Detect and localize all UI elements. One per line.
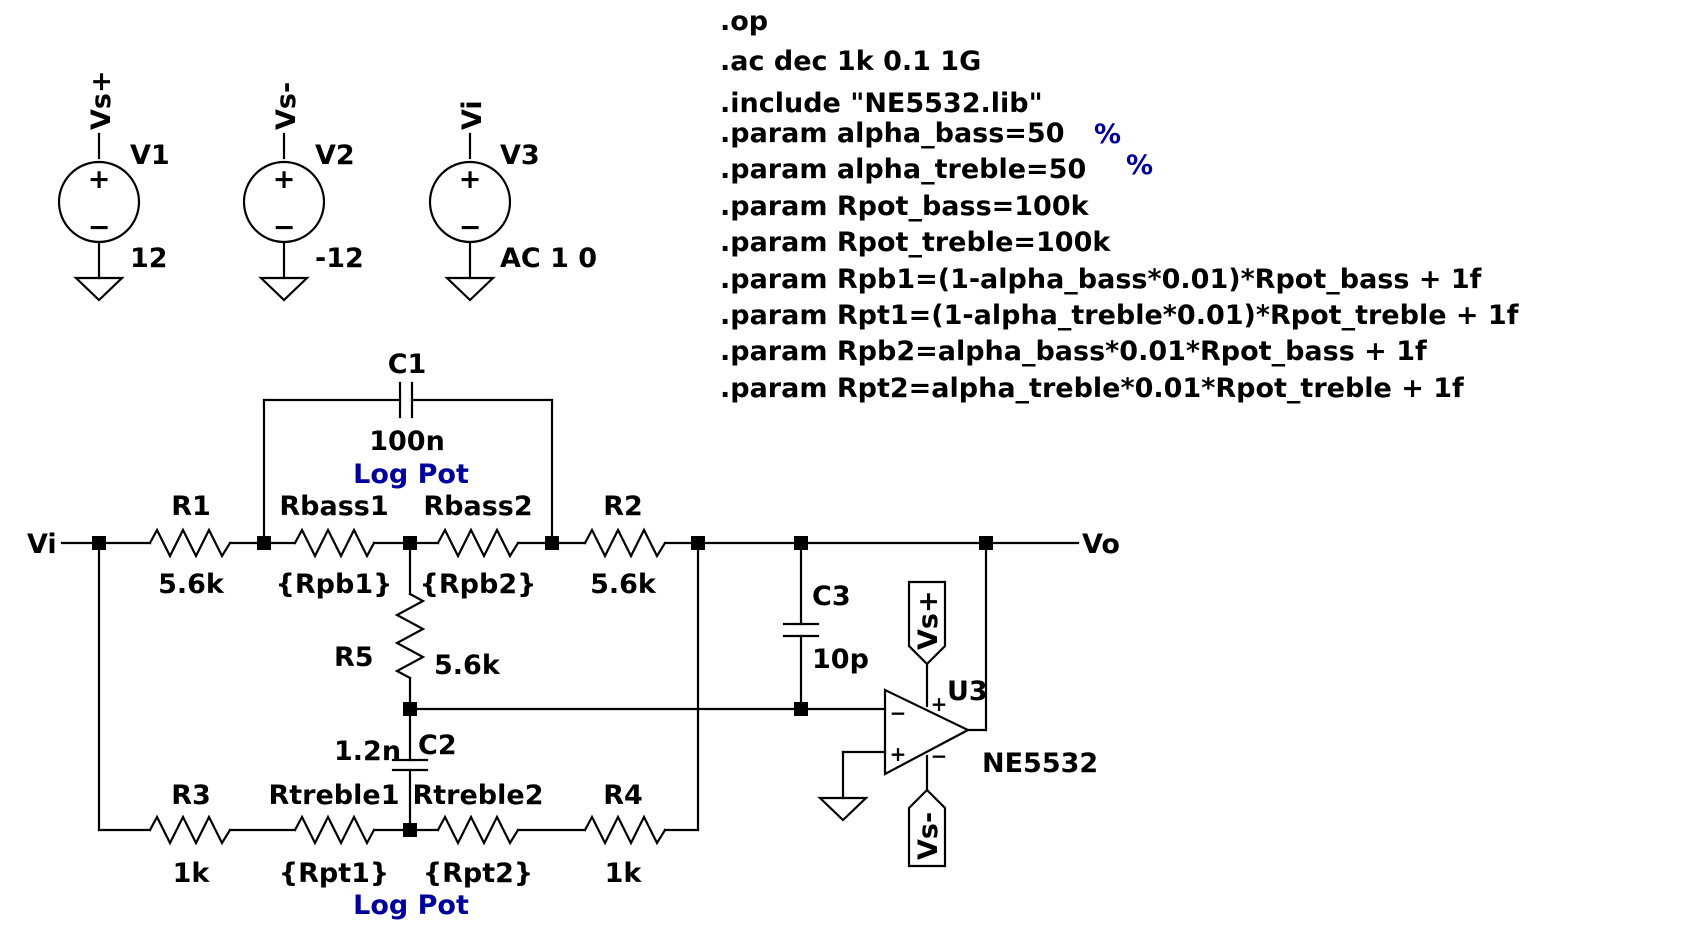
component-name-r4[interactable]: R4 xyxy=(603,780,643,811)
component-name-r5[interactable]: R5 xyxy=(334,642,374,673)
resistor-r4[interactable]: R4 1k xyxy=(583,780,667,889)
ground-icon xyxy=(817,796,869,822)
capacitor-c3[interactable]: C3 10p xyxy=(782,581,869,675)
source-minus-sign: − xyxy=(88,212,111,243)
directive-ac[interactable]: .ac dec 1k 0.1 1G xyxy=(720,46,981,77)
component-name-rbass1[interactable]: Rbass1 xyxy=(279,491,388,522)
net-flag-shape xyxy=(907,788,947,868)
component-name-r2[interactable]: R2 xyxy=(603,491,643,522)
resistor-r2[interactable]: R2 5.6k xyxy=(583,491,667,600)
source-plus-sign: + xyxy=(273,164,296,195)
component-value-u3[interactable]: NE5532 xyxy=(982,748,1098,779)
directive-rpot-treble[interactable]: .param Rpot_treble=100k xyxy=(720,227,1111,258)
component-name-rtreble1[interactable]: Rtreble1 xyxy=(268,780,399,811)
component-name-u3[interactable]: U3 xyxy=(947,676,988,707)
comment-log-pot-treble[interactable]: Log Pot xyxy=(353,890,469,921)
component-name-c3[interactable]: C3 xyxy=(812,581,851,612)
ground-icon xyxy=(258,276,310,302)
directive-rpb1[interactable]: .param Rpb1=(1-alpha_bass*0.01)*Rpot_bas… xyxy=(720,264,1482,295)
capacitor-c1[interactable]: C1 100n xyxy=(369,349,445,457)
component-value-r5[interactable]: 5.6k xyxy=(434,650,501,681)
component-value-r2[interactable]: 5.6k xyxy=(590,569,657,600)
component-name-c1[interactable]: C1 xyxy=(388,349,427,380)
resistor-rtreble1[interactable]: Rtreble1 {Rpt1} xyxy=(268,780,399,889)
component-value-c2[interactable]: 1.2n xyxy=(334,736,401,767)
directive-alpha-bass[interactable]: .param alpha_bass=50 xyxy=(720,118,1065,149)
percent-comment-bass[interactable]: % xyxy=(1094,119,1121,150)
component-value-v1[interactable]: 12 xyxy=(130,243,168,274)
directive-rpb2[interactable]: .param Rpb2=alpha_bass*0.01*Rpot_bass + … xyxy=(720,336,1427,367)
component-value-rbass2[interactable]: {Rpb2} xyxy=(420,569,537,600)
net-label-vi-source[interactable]: Vi xyxy=(457,100,488,130)
opamp-symbol xyxy=(883,688,971,776)
component-value-v3[interactable]: AC 1 0 xyxy=(500,243,597,274)
junction-dots xyxy=(92,536,993,837)
capacitor-c2[interactable]: 1.2n C2 xyxy=(334,730,457,772)
percent-comment-treble[interactable]: % xyxy=(1126,150,1153,181)
net-label-vs-plus[interactable]: Vs+ xyxy=(86,70,117,130)
component-name-rbass2[interactable]: Rbass2 xyxy=(423,491,532,522)
component-value-c3[interactable]: 10p xyxy=(812,644,869,675)
net-label-vi[interactable]: Vi xyxy=(27,529,57,560)
source-plus-sign: + xyxy=(459,164,482,195)
opamp-u3[interactable]: − + + − U3 NE5532 xyxy=(883,676,1098,779)
opamp-supply-plus-pin: + xyxy=(931,692,948,716)
directive-rpt2[interactable]: .param Rpt2=alpha_treble*0.01*Rpot_trebl… xyxy=(720,373,1464,404)
net-flag-vs-plus-opamp[interactable]: Vs+ xyxy=(907,580,947,666)
net-label-vs-minus-opamp[interactable]: Vs- xyxy=(913,812,944,860)
source-plus-sign: + xyxy=(88,164,111,195)
resistor-r3[interactable]: R3 1k xyxy=(148,780,232,889)
component-name-r1[interactable]: R1 xyxy=(171,491,211,522)
voltage-source-v2[interactable]: + − Vs- V2 -12 xyxy=(242,82,364,302)
opamp-inverting-pin: − xyxy=(890,701,907,725)
resistor-rtreble2[interactable]: Rtreble2 {Rpt2} xyxy=(412,780,543,889)
directive-rpot-bass[interactable]: .param Rpot_bass=100k xyxy=(720,191,1090,222)
resistor-r5[interactable]: R5 5.6k xyxy=(334,592,501,681)
ground-icon xyxy=(444,276,496,302)
voltage-source-v1[interactable]: + − Vs+ V1 12 xyxy=(57,70,170,302)
ground-icon xyxy=(73,276,125,302)
source-minus-sign: − xyxy=(459,212,482,243)
source-minus-sign: − xyxy=(273,212,296,243)
component-name-rtreble2[interactable]: Rtreble2 xyxy=(412,780,543,811)
directive-rpt1[interactable]: .param Rpt1=(1-alpha_treble*0.01)*Rpot_t… xyxy=(720,300,1519,331)
net-flag-vs-minus-opamp[interactable]: Vs- xyxy=(907,788,947,868)
component-name-v3[interactable]: V3 xyxy=(500,140,540,171)
directive-alpha-treble[interactable]: .param alpha_treble=50 xyxy=(720,154,1086,185)
component-value-r1[interactable]: 5.6k xyxy=(158,569,225,600)
component-value-rtreble2[interactable]: {Rpt2} xyxy=(423,858,533,889)
component-value-r4[interactable]: 1k xyxy=(605,858,643,889)
opamp-noninverting-pin: + xyxy=(890,742,907,766)
resistor-rbass1[interactable]: Rbass1 {Rpb1} xyxy=(276,491,393,600)
component-name-v1[interactable]: V1 xyxy=(130,140,170,171)
directive-include[interactable]: .include "NE5532.lib" xyxy=(720,88,1043,119)
resistor-r1[interactable]: R1 5.6k xyxy=(148,491,232,600)
component-value-rtreble1[interactable]: {Rpt1} xyxy=(279,858,389,889)
resistor-rbass2[interactable]: Rbass2 {Rpb2} xyxy=(420,491,537,600)
voltage-source-v3[interactable]: + − Vi V3 AC 1 0 xyxy=(428,100,597,302)
directive-op[interactable]: .op xyxy=(720,6,768,37)
component-value-rbass1[interactable]: {Rpb1} xyxy=(276,569,393,600)
comment-log-pot-bass[interactable]: Log Pot xyxy=(353,459,469,490)
opamp-supply-minus-pin: − xyxy=(931,744,948,768)
component-name-v2[interactable]: V2 xyxy=(315,140,355,171)
component-name-r3[interactable]: R3 xyxy=(171,780,211,811)
net-label-vs-plus-opamp[interactable]: Vs+ xyxy=(913,590,944,650)
component-name-c2[interactable]: C2 xyxy=(418,730,457,761)
component-value-c1[interactable]: 100n xyxy=(369,426,445,457)
spice-directives: .op .ac dec 1k 0.1 1G .include "NE5532.l… xyxy=(720,6,1519,404)
net-label-vs-minus[interactable]: Vs- xyxy=(271,82,302,130)
net-flag-shape xyxy=(907,580,947,666)
net-label-vo[interactable]: Vo xyxy=(1082,529,1120,560)
component-value-r3[interactable]: 1k xyxy=(173,858,211,889)
component-value-v2[interactable]: -12 xyxy=(315,243,364,274)
